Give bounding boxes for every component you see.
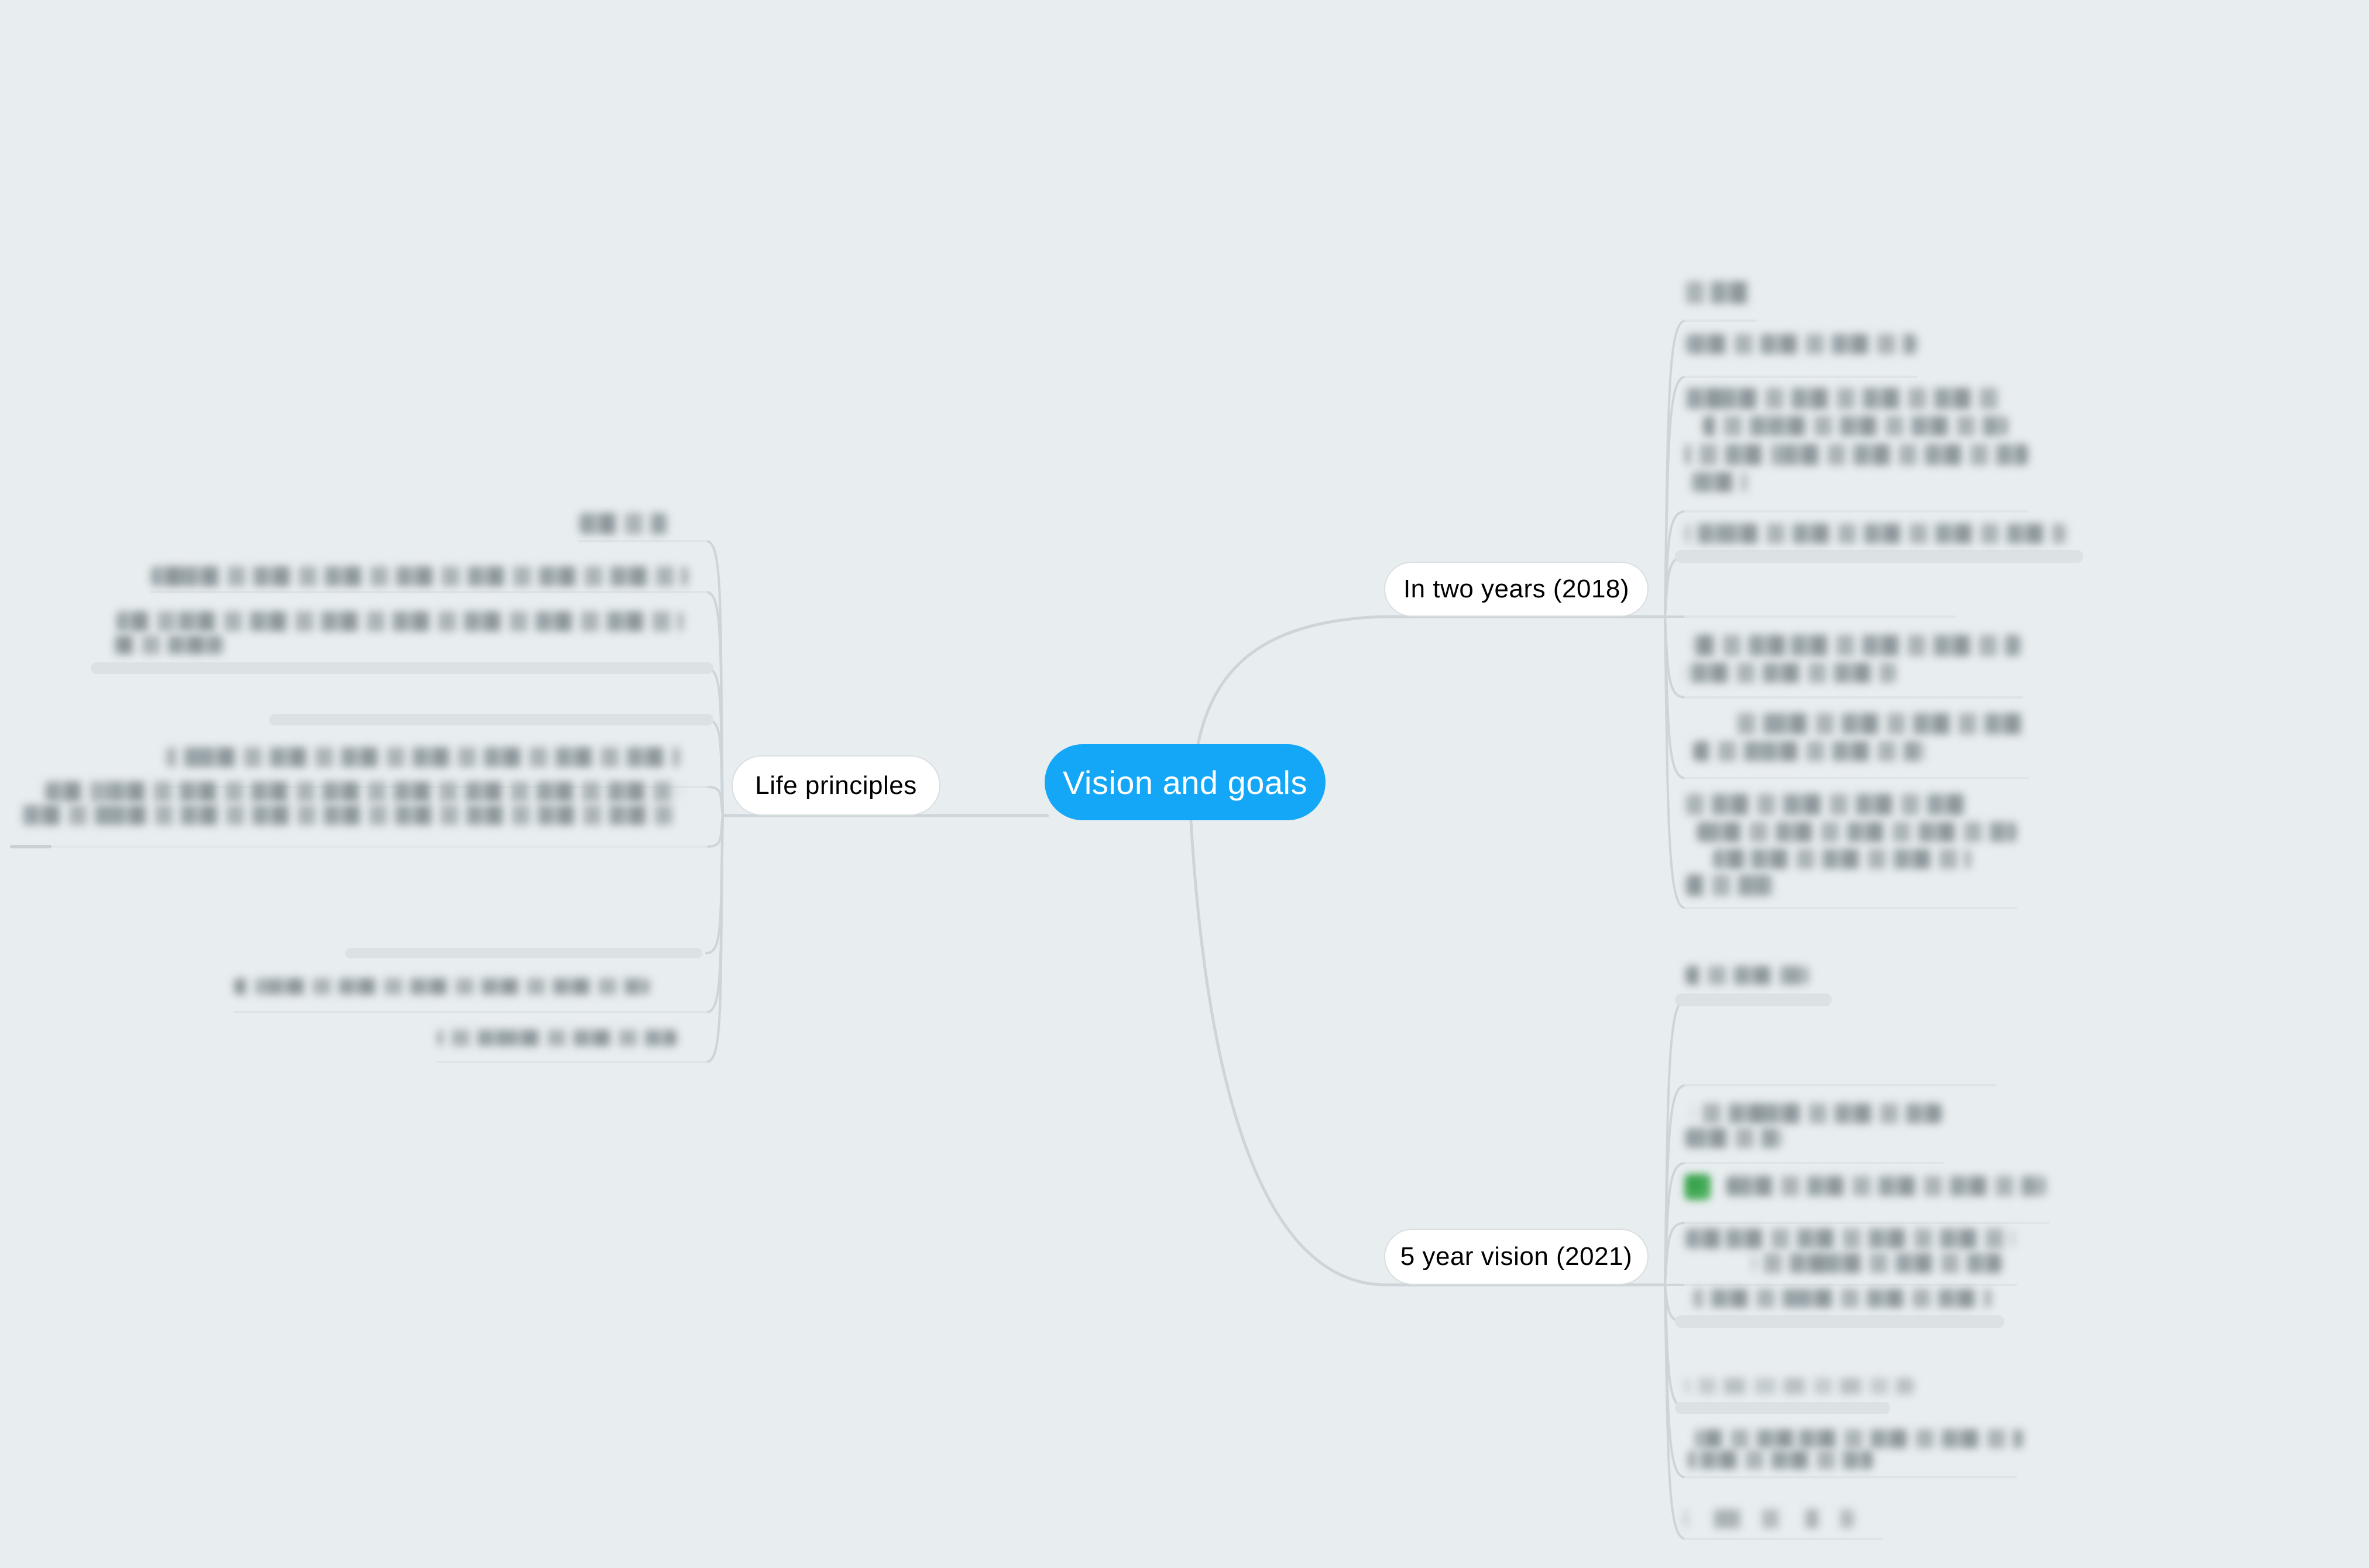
redacted-text-line[interactable]: [234, 978, 649, 995]
node-in-two-years[interactable]: In two years (2018): [1384, 562, 1649, 617]
branch-curve: [1664, 376, 1687, 618]
redacted-text-line[interactable]: [1685, 875, 1773, 896]
node-five-year-vision-label: 5 year vision (2021): [1400, 1242, 1633, 1271]
redacted-text-line[interactable]: [1685, 334, 1917, 354]
trunk-branch-line: [1189, 820, 1667, 1287]
branch-underline-thick: [91, 662, 713, 674]
redacted-text-line[interactable]: [1753, 1253, 2001, 1273]
node-life-principles-label: Life principles: [755, 771, 917, 800]
branch-underline-thick: [1675, 993, 1832, 1006]
redacted-text-line[interactable]: [1703, 416, 2007, 436]
redacted-text-line[interactable]: [1685, 444, 2028, 465]
redacted-text-line[interactable]: [1685, 524, 2066, 544]
branch-curve: [1664, 1222, 1687, 1286]
branch-curve: [1664, 615, 1687, 699]
redacted-text-line[interactable]: [1697, 822, 2016, 842]
branch-curve: [705, 786, 724, 817]
redacted-text-line[interactable]: [114, 635, 224, 654]
redacted-text-line[interactable]: [1685, 1048, 1996, 1068]
redacted-text-line[interactable]: [1685, 388, 2004, 409]
redacted-text-line[interactable]: [1685, 281, 1756, 304]
branch-underline-thick: [1675, 1315, 2004, 1328]
redacted-text-line[interactable]: [1685, 1128, 1782, 1148]
redacted-text-line[interactable]: [579, 513, 667, 534]
branch-curve: [705, 814, 724, 1063]
redacted-text-line[interactable]: [1685, 663, 1896, 683]
redacted-text-line[interactable]: [438, 1030, 677, 1046]
branch-underline-thick: [1675, 1402, 1890, 1414]
branch-underline-thick: [1675, 550, 2083, 563]
redacted-text-line[interactable]: [1685, 794, 1972, 815]
trunk-branch-line: [1196, 615, 1667, 749]
redacted-text-line[interactable]: [1693, 635, 2021, 656]
redacted-text-line[interactable]: [45, 782, 680, 802]
redacted-text-line[interactable]: [373, 924, 683, 940]
redacted-text-line[interactable]: [166, 747, 680, 767]
redacted-text-line[interactable]: [1685, 1229, 2013, 1249]
node-vision-and-goals-label: Vision and goals: [1063, 764, 1307, 801]
node-vision-and-goals[interactable]: Vision and goals: [1045, 744, 1326, 820]
redacted-text-line[interactable]: [1685, 1022, 1981, 1042]
redacted-text-line[interactable]: [1684, 1509, 1854, 1528]
redacted-text-line[interactable]: [15, 805, 672, 825]
node-life-principles[interactable]: Life principles: [732, 755, 940, 816]
node-five-year-vision[interactable]: 5 year vision (2021): [1384, 1229, 1649, 1285]
branch-curve: [1664, 510, 1687, 618]
redacted-text-line[interactable]: [1733, 713, 2026, 734]
redacted-text-line[interactable]: [1713, 849, 1970, 869]
node-in-two-years-label: In two years (2018): [1403, 575, 1630, 603]
redacted-text-line[interactable]: [1695, 1429, 2023, 1448]
branch-curve: [705, 814, 724, 848]
redacted-text-line[interactable]: [1685, 1378, 1914, 1394]
branch-underline-thick: [345, 948, 702, 958]
redacted-text-line[interactable]: [1685, 1340, 1893, 1357]
redacted-text-line[interactable]: [116, 611, 683, 631]
redacted-text-line[interactable]: [1691, 472, 1747, 492]
redacted-text-line[interactable]: [1685, 966, 1808, 985]
branch-curve: [1664, 1284, 1687, 1540]
redacted-text-line[interactable]: [1693, 1289, 1992, 1308]
redacted-text-line[interactable]: [287, 688, 685, 707]
redacted-text-line[interactable]: [151, 566, 688, 586]
redacted-text-line[interactable]: [1693, 586, 1953, 606]
redacted-text-line[interactable]: [1726, 1176, 2045, 1196]
branch-curve: [1664, 615, 1687, 909]
branch-underline-thick: [269, 714, 713, 725]
redacted-text-line[interactable]: [1693, 1103, 1942, 1123]
redacted-text-line[interactable]: [1685, 1359, 1905, 1376]
redacted-text-line[interactable]: [1693, 741, 1924, 761]
redacted-text-line[interactable]: [1688, 1450, 1873, 1469]
green-emoji-icon: [1684, 1174, 1711, 1201]
